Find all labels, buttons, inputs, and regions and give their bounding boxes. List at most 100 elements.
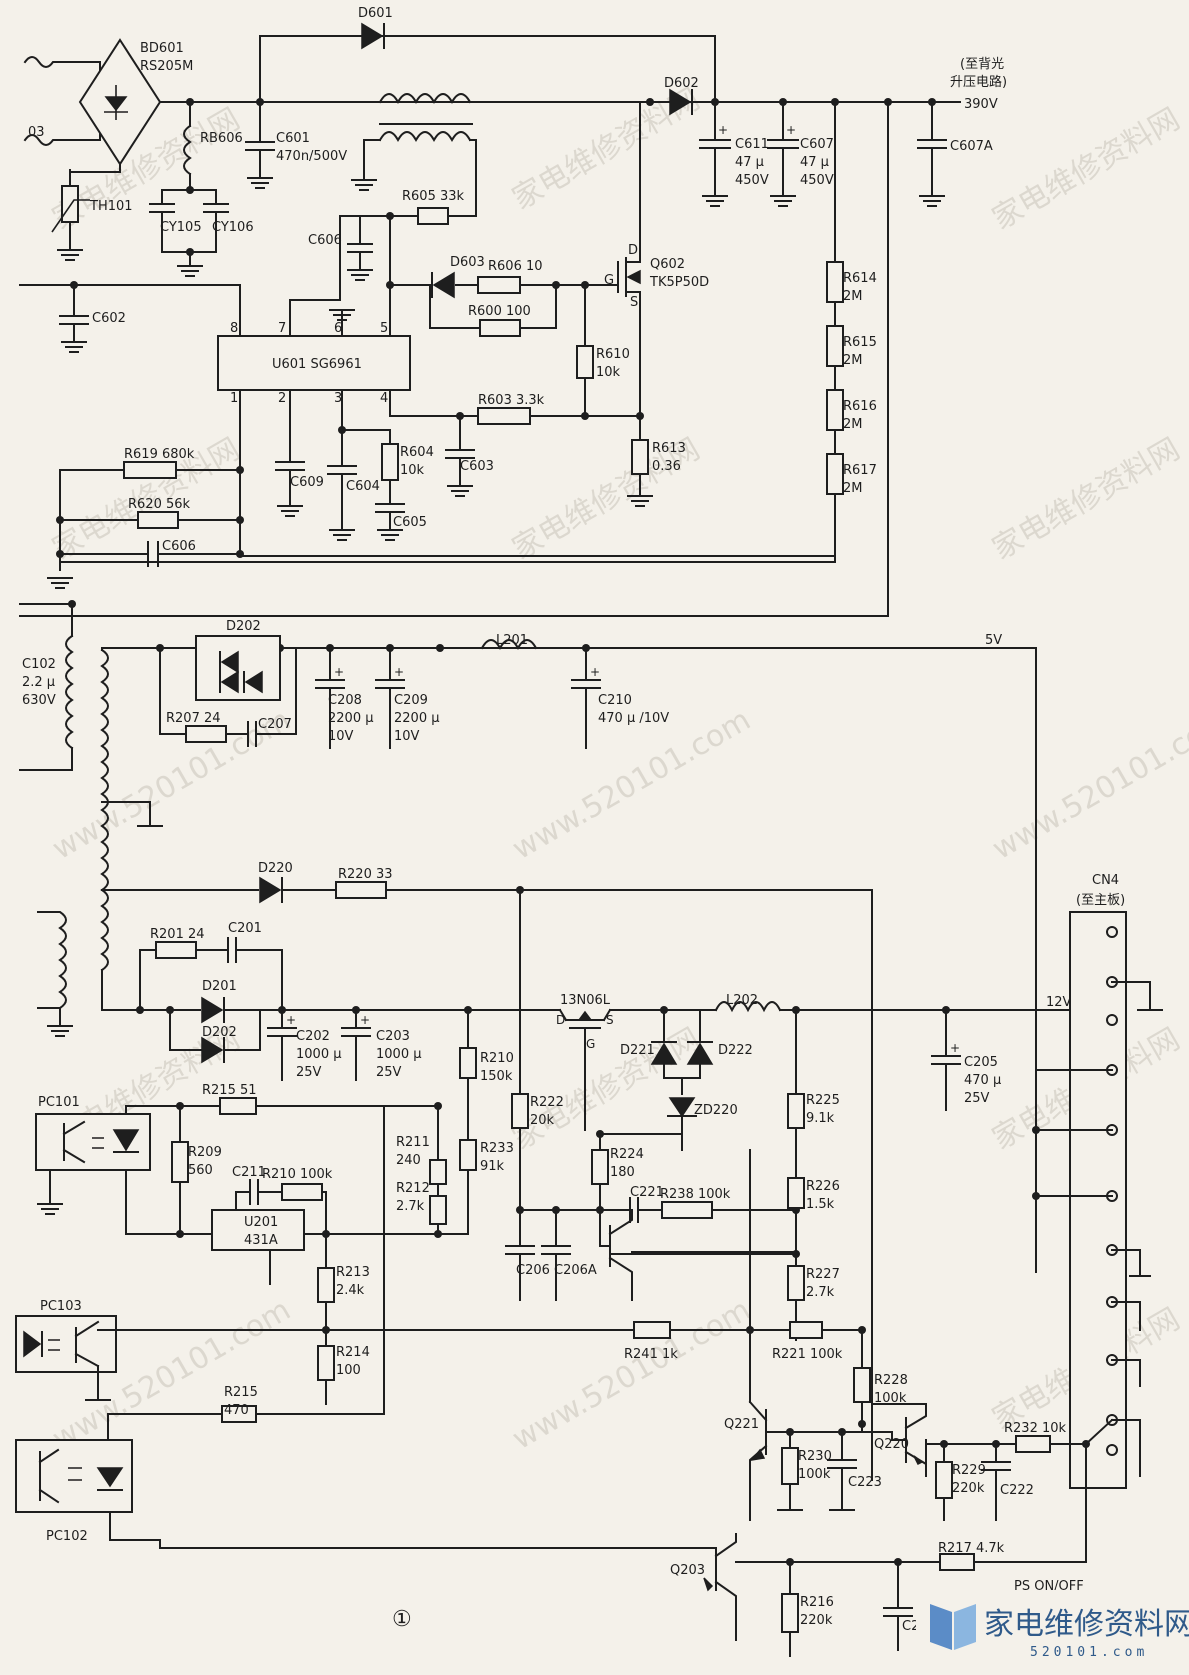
- r214-label: R214: [336, 1345, 370, 1360]
- q221-label: Q221: [724, 1417, 759, 1432]
- capacitor-c208: + C208 2200 μ 10V: [315, 647, 374, 749]
- cy106-label: CY106: [212, 220, 254, 235]
- d602-label: D602: [664, 76, 699, 91]
- u601-label: U601 SG6961: [272, 357, 362, 372]
- watermark-url: www.520101.com: [507, 702, 757, 867]
- r216-value: 220k: [800, 1613, 833, 1628]
- v5-label: 5V: [985, 633, 1002, 648]
- r217-label: R217 4.7k: [938, 1541, 1005, 1556]
- q13n06l-pin-g: G: [586, 1037, 595, 1051]
- c203-label: C203: [376, 1029, 410, 1044]
- c209-voltage: 10V: [394, 729, 420, 744]
- pc101-label: PC101: [38, 1095, 80, 1110]
- inductor-l202: [714, 1001, 782, 1013]
- c210-label: C210: [598, 693, 632, 708]
- r615-value: 2M: [843, 353, 863, 368]
- standby-transformer: [37, 911, 67, 1009]
- c209-label: C209: [394, 693, 428, 708]
- resistor-r228: [853, 1367, 871, 1403]
- r603-label: R603 3.3k: [478, 393, 545, 408]
- capacitor-c203: + C203 1000 μ 25V: [341, 1009, 422, 1081]
- svg-text:+: +: [394, 665, 404, 679]
- c611-value: 47 μ: [735, 155, 764, 170]
- u601-pin5: 5: [380, 321, 388, 336]
- svg-text:+: +: [286, 1013, 296, 1027]
- c207-label: C207: [258, 717, 292, 732]
- resistor-r616: [826, 389, 844, 431]
- r227-value: 2.7k: [806, 1285, 835, 1300]
- r216-label: R216: [800, 1595, 834, 1610]
- c205-value: 470 μ: [964, 1073, 1001, 1088]
- resistor-r615: [826, 325, 844, 367]
- optocoupler-pc101: PC101: [35, 1095, 151, 1215]
- resistor-r603: [477, 407, 531, 425]
- q13n06l-label: 13N06L: [560, 993, 611, 1008]
- c206a-label: C206A: [554, 1263, 597, 1278]
- c211-label: C211: [232, 1165, 266, 1180]
- resistor-r230: [781, 1447, 799, 1485]
- r610-value: 10k: [596, 365, 621, 380]
- r226-value: 1.5k: [806, 1197, 835, 1212]
- r225-value: 9.1k: [806, 1111, 835, 1126]
- bd601-label: BD601: [140, 41, 184, 56]
- transformer-secondary: [100, 648, 109, 972]
- r615-label: R615: [843, 335, 877, 350]
- resistor-r613: [631, 439, 649, 475]
- capacitor-c210: + C210 470 μ /10V: [571, 647, 669, 749]
- diode-d603: [432, 271, 455, 299]
- zener-zd220: [668, 1097, 696, 1118]
- resistor-r210: [459, 1047, 477, 1079]
- v12-label: 12V: [1046, 995, 1072, 1010]
- resistor-r213: [317, 1267, 335, 1303]
- r212-value: 2.7k: [396, 1199, 425, 1214]
- u201-label: U201: [244, 1215, 278, 1230]
- r207-label: R207 24: [166, 711, 221, 726]
- zd220-label: ZD220: [694, 1103, 738, 1118]
- c205-label: C205: [964, 1055, 998, 1070]
- r222-label: R222: [530, 1095, 564, 1110]
- r213-label: R213: [336, 1265, 370, 1280]
- transistor-q220: Q220: [874, 1403, 927, 1477]
- pfc-inductor: [378, 93, 472, 105]
- th101-label: TH101: [89, 199, 133, 214]
- resistor-r222: [511, 1093, 529, 1129]
- transistor-q221: Q221: [724, 1400, 768, 1521]
- resistor-r221: [789, 1321, 823, 1339]
- c602-label: C602: [92, 311, 126, 326]
- c206-label: C206: [516, 1263, 550, 1278]
- r241-label: R241 1k: [624, 1347, 678, 1362]
- connector-cn4: CN4 (至主板): [1032, 873, 1163, 1489]
- resistor-r214: [317, 1345, 335, 1381]
- r619-label: R619 680k: [124, 447, 195, 462]
- watermark-cn: 家电维修资料网: [987, 102, 1186, 237]
- r620-label: R620 56k: [128, 497, 191, 512]
- resistor-r610: [576, 345, 594, 379]
- q602-pin-g: G: [604, 273, 614, 288]
- resistor-r217: [939, 1553, 975, 1571]
- r233-value: 91k: [480, 1159, 505, 1174]
- r224-label: R224: [610, 1147, 644, 1162]
- r210-mid-label: R210 100k: [262, 1167, 333, 1182]
- capacitor-c607: + C607 47 μ 450V: [767, 101, 834, 207]
- q602-pin-d: D: [628, 243, 638, 258]
- r617-label: R617: [843, 463, 877, 478]
- d201-label: D201: [202, 979, 237, 994]
- d202-mid-label: D202: [202, 1025, 237, 1040]
- q203-label: Q203: [670, 1563, 705, 1578]
- mosfet-q602: D G S Q602 TK5P50D: [584, 239, 709, 313]
- pc102-label: PC102: [46, 1529, 88, 1544]
- l202-label: L202: [726, 993, 758, 1008]
- c611-voltage: 450V: [735, 173, 769, 188]
- r232-label: R232 10k: [1004, 1421, 1067, 1436]
- mosfet-13n06l: 13N06L D S G: [556, 993, 614, 1131]
- r211-value: 240: [396, 1153, 421, 1168]
- u601-pin7: 7: [278, 321, 286, 336]
- resistor-r211: [429, 1159, 447, 1185]
- transistor-feedback: [599, 1209, 797, 1301]
- resistor-r220: [335, 881, 387, 899]
- c208-label: C208: [328, 693, 362, 708]
- ac-input-bottom: [23, 134, 79, 146]
- to-backlight-label: (至背光: [960, 57, 1004, 72]
- secondary-section: C102 2.2 μ 630V 5V D202 R207: [15, 600, 1163, 1657]
